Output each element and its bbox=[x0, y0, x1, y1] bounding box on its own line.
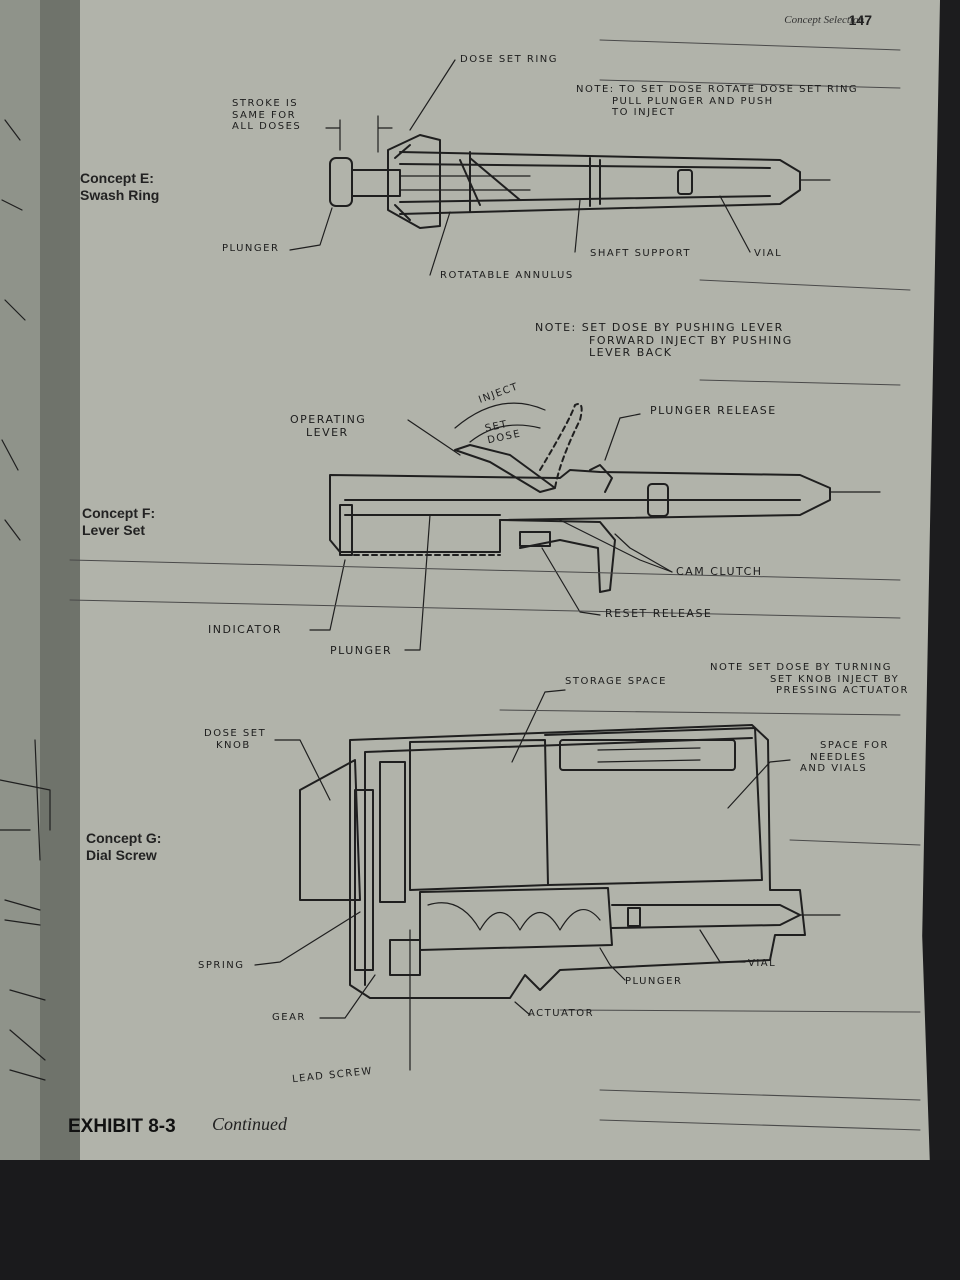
operating-lever-line: Operating bbox=[290, 413, 367, 426]
operating-lever-line: lever bbox=[306, 425, 349, 439]
dose-set-knob-line: knob bbox=[216, 739, 251, 751]
concept-g-note: Note set dose by turning set knob inject… bbox=[710, 662, 909, 697]
exhibit-label: EXHIBIT 8-3 bbox=[68, 1116, 176, 1137]
note-line: Note: to set dose rotate dose set ring bbox=[576, 84, 859, 95]
label-storage-space: Storage space bbox=[565, 676, 667, 687]
label-shaft-support: Shaft support bbox=[590, 248, 691, 259]
label-operating-lever: Operating lever bbox=[290, 413, 367, 439]
label-space-for-needles: Space for needles and vials bbox=[800, 740, 889, 775]
concept-f-name: Lever Set bbox=[82, 521, 146, 538]
label-dose-set-ring: Dose set ring bbox=[460, 54, 558, 65]
concept-g-name: Dial Screw bbox=[86, 846, 157, 863]
concept-f-title: Concept F: Lever Set bbox=[82, 505, 155, 539]
exhibit-caption: Continued bbox=[212, 1114, 287, 1134]
note-line: Note: set dose by pushing lever bbox=[535, 321, 784, 334]
label-dose-set-knob: Dose set knob bbox=[204, 728, 266, 751]
stroke-note-line: same for bbox=[232, 109, 297, 121]
space-line: Space for bbox=[820, 740, 889, 751]
label-spring: Spring bbox=[198, 960, 245, 971]
stroke-note-line: all doses bbox=[232, 121, 302, 132]
concept-f-label: Concept F: bbox=[82, 505, 156, 521]
stroke-note-line: Stroke is bbox=[232, 98, 299, 109]
concept-e-name: Swash Ring bbox=[80, 186, 160, 203]
dose-set-knob-line: Dose set bbox=[204, 728, 267, 739]
label-vial-g: Vial bbox=[748, 958, 777, 969]
facing-page-scribbles bbox=[0, 119, 51, 1081]
label-indicator: Indicator bbox=[208, 623, 283, 636]
concept-g-title: Concept G: Dial Screw bbox=[86, 830, 161, 864]
space-line: needles bbox=[810, 751, 867, 763]
note-line: set knob inject by bbox=[770, 673, 900, 685]
running-header: Concept Selection bbox=[784, 14, 864, 26]
label-plunger-f: Plunger bbox=[330, 644, 393, 657]
label-stroke-note: Stroke is same for all doses bbox=[232, 98, 301, 133]
label-reset-release: Reset release bbox=[605, 607, 713, 620]
table-shadow bbox=[0, 1160, 960, 1280]
space-line: and vials bbox=[800, 763, 868, 774]
label-plunger-g: Plunger bbox=[625, 976, 683, 987]
concept-g-label: Concept G: bbox=[86, 830, 162, 846]
dial-screw-sketch bbox=[254, 689, 841, 1071]
concept-e-title: Concept E: Swash Ring bbox=[80, 170, 159, 204]
label-plunger-e: Plunger bbox=[222, 243, 280, 254]
note-line: pull plunger and push bbox=[612, 95, 774, 107]
label-rotatable-annulus: Rotatable annulus bbox=[440, 270, 574, 281]
label-cam-clutch: Cam clutch bbox=[676, 565, 763, 578]
label-gear: Gear bbox=[272, 1012, 306, 1023]
label-actuator: Actuator bbox=[528, 1008, 595, 1019]
note-line: lever back bbox=[589, 346, 673, 360]
concept-e-label: Concept E: bbox=[80, 170, 154, 186]
concept-e-note: Note: to set dose rotate dose set ring p… bbox=[576, 84, 858, 119]
note-line: forward inject by pushing bbox=[589, 333, 793, 347]
page-number: 147 bbox=[848, 12, 872, 28]
swash-ring-sketch bbox=[289, 59, 831, 276]
note-line: Note set dose by turning bbox=[710, 662, 892, 673]
lever-set-sketch bbox=[309, 402, 881, 651]
label-vial-e: Vial bbox=[754, 248, 783, 259]
label-plunger-release: Plunger release bbox=[650, 404, 777, 417]
show-through bbox=[69, 39, 921, 1131]
note-line: to inject bbox=[612, 107, 676, 118]
concept-f-note: Note: set dose by pushing lever forward … bbox=[535, 321, 793, 360]
note-line: pressing actuator bbox=[776, 685, 909, 696]
